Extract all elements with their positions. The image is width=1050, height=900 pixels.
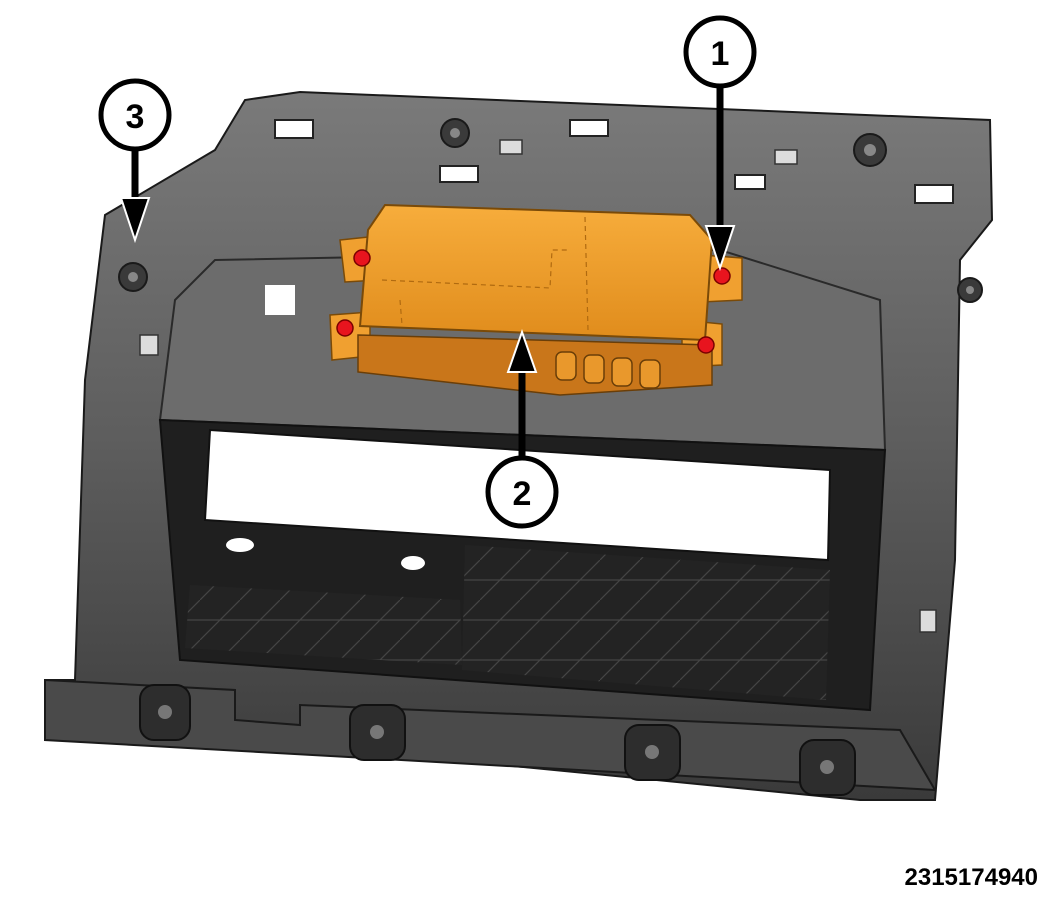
callout-2-label: 2 [513,475,532,513]
callout-3-label: 3 [126,98,145,136]
callout-1: 1 [683,15,757,272]
module-mounting-fastener [336,249,731,354]
callout-1-label: 1 [711,35,730,73]
callout-2: 2 [485,328,559,529]
electronic-module [329,203,743,396]
callout-3: 3 [98,78,172,244]
figure-number: 2315174940 [904,864,1038,891]
